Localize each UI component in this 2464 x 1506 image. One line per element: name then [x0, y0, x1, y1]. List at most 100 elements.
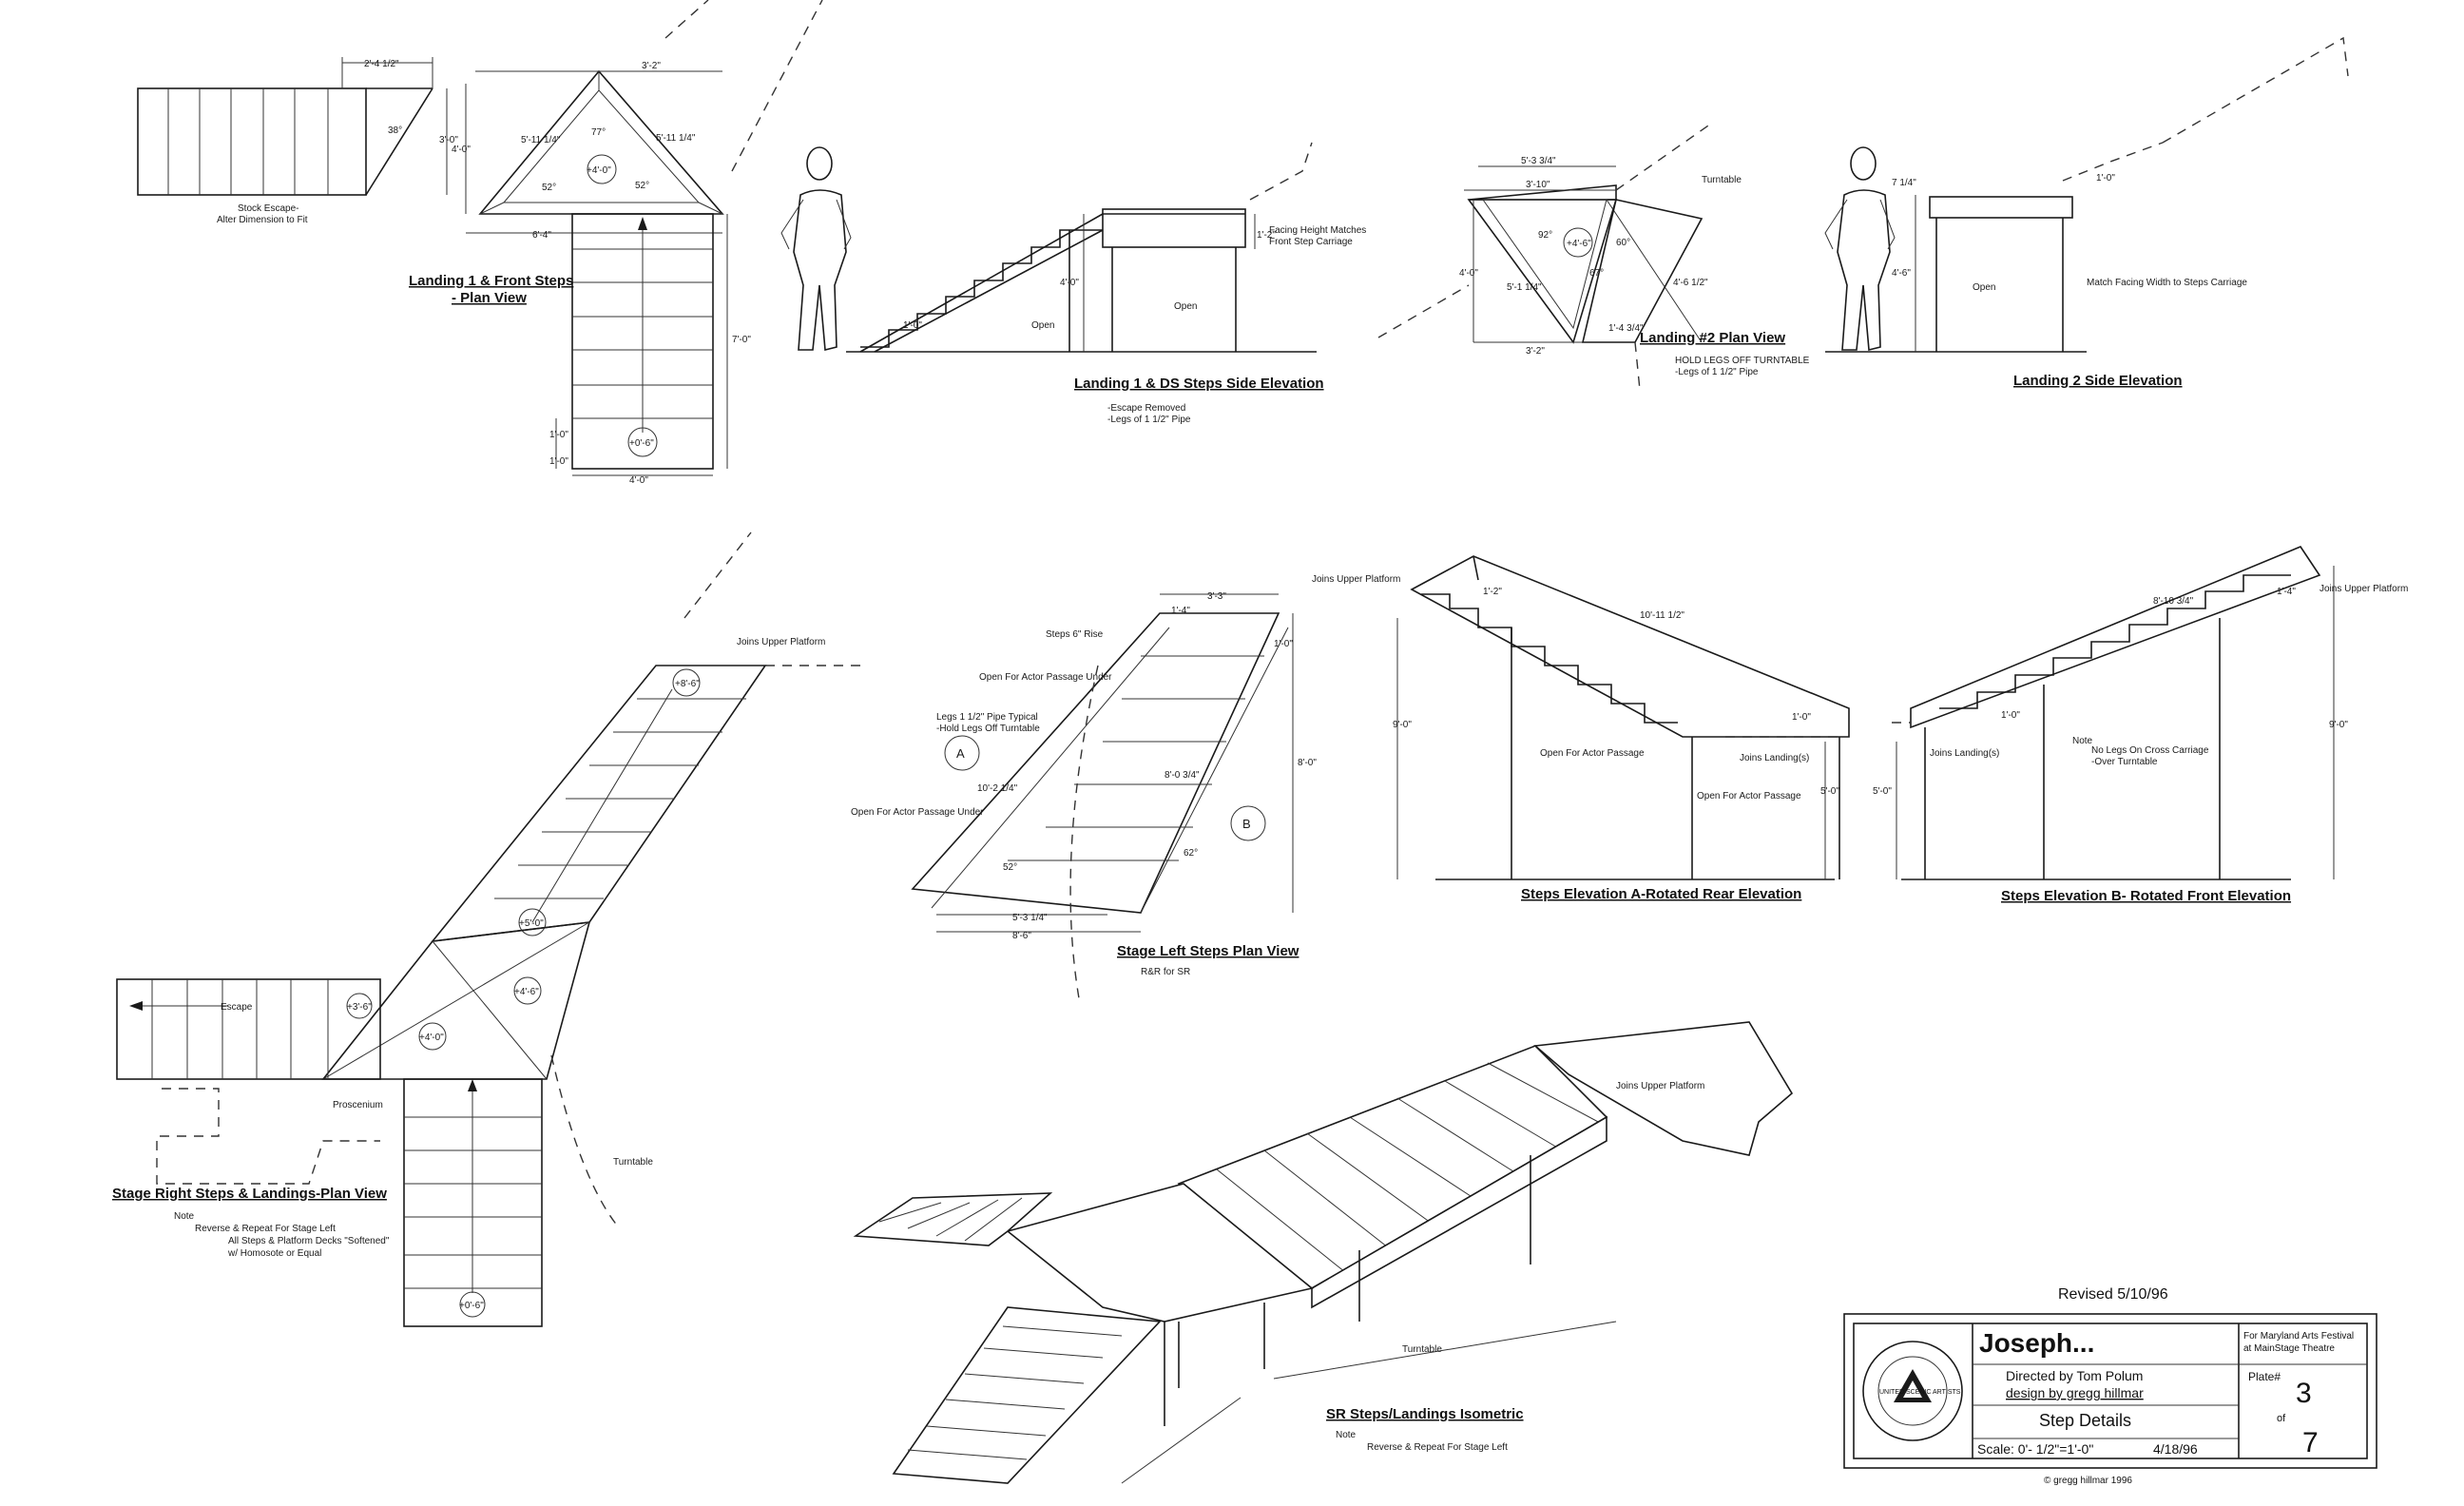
sl-plan-title: Stage Left Steps Plan View [1117, 943, 1299, 959]
sl-plan-subtitle: R&R for SR [1141, 967, 1190, 977]
plate-label: Plate# [2248, 1370, 2281, 1383]
sl-dim-7: 1'-4" [1171, 606, 1190, 616]
ea-dim-4: 1'-0" [1792, 712, 1811, 723]
sr-note-tag: Note [174, 1211, 195, 1222]
dim-l2-depth: 4'-0" [1459, 268, 1478, 279]
iso-title: SR Steps/Landings Isometric [1326, 1406, 1524, 1422]
steps-elevation-a [1396, 555, 1850, 880]
sl-marker-b: B [1242, 817, 1251, 831]
stock-escape [137, 87, 367, 196]
dim-l2-small: 1'-4 3/4" [1608, 323, 1644, 334]
label-open-1: Open [1174, 301, 1197, 312]
height-bottom: +0'-6" [629, 438, 654, 449]
l2-side-note: Match Facing Width to Steps Carriage [2087, 278, 2247, 288]
dim-l2-bottom: 3'-2" [1526, 346, 1545, 357]
ea-dim-3: 9'-0" [1393, 720, 1412, 730]
eb-note-2: -Over Turntable [2091, 757, 2158, 767]
ea-dim-2: 10'-11 1/2" [1640, 610, 1684, 621]
venue-1: For Maryland Arts Festival [2243, 1331, 2354, 1342]
dim-l2-angle-92: 92° [1538, 230, 1552, 241]
dim-height: 4'-0" [1060, 278, 1079, 288]
dim-side-right: 5'-11 1/4" [656, 133, 696, 144]
landing1-plan-title-1: Landing 1 & Front Steps [409, 273, 573, 289]
sl-label-5: Open For Actor Passage Under [851, 807, 984, 818]
facing-note-2: Front Step Carriage [1269, 237, 1353, 247]
eb-note-1: No Legs On Cross Carriage [2091, 745, 2209, 756]
sl-label-4: -Hold Legs Off Turntable [936, 724, 1040, 734]
sl-dim-2: 8'-0 3/4" [1165, 770, 1200, 781]
l2-note-1: HOLD LEGS OFF TURNTABLE [1675, 356, 1810, 366]
sr-joins-upper: Joins Upper Platform [737, 637, 825, 647]
sr-height-4: +3'-6" [347, 1002, 372, 1013]
dim-l2-angle-60: 60° [1616, 238, 1630, 248]
sr-height-3: +4'-6" [514, 987, 539, 997]
sl-angle-62: 62° [1184, 848, 1198, 859]
dim-l2-top: 5'-3 3/4" [1521, 156, 1556, 166]
dim-landing-depth: 4'-0" [452, 145, 471, 155]
show-title: Joseph... [1979, 1328, 2094, 1358]
sl-label-1: Steps 6" Rise [1046, 629, 1104, 640]
eb-title: Steps Elevation B- Rotated Front Elevati… [2001, 888, 2291, 904]
ea-open-2: Open For Actor Passage [1697, 791, 1801, 801]
steps-elevation-b [1892, 546, 2335, 880]
landing2-plan-view [1377, 123, 1712, 391]
sl-angle-52: 52° [1003, 862, 1017, 873]
director: Directed by Tom Polum [2006, 1368, 2143, 1383]
l2-note-2: -Legs of 1 1/2" Pipe [1675, 367, 1759, 377]
plate-total: 7 [2302, 1427, 2319, 1458]
drawing-title: Step Details [2039, 1411, 2131, 1430]
ea-dim-5: 5'-0" [1820, 786, 1839, 797]
eb-dim-2: 1'-4" [2277, 587, 2296, 597]
front-steps [571, 213, 714, 470]
isometric-view [853, 1021, 1794, 1484]
iso-note: Reverse & Repeat For Stage Left [1367, 1442, 1508, 1453]
sl-dim-1: 10'-2 1/4" [977, 783, 1018, 794]
title-block [1843, 1313, 2377, 1469]
sl-dim-8: 1'-0" [1274, 639, 1293, 649]
landing1-plan-title-2: - Plan View [452, 290, 527, 306]
label-open-2: Open [1031, 320, 1054, 331]
sr-note-3: w/ Homosote or Equal [227, 1248, 321, 1259]
dim-steps-length: 7'-0" [732, 335, 751, 345]
label-turntable: Turntable [1702, 175, 1742, 185]
dim-step-1: 1'-0" [549, 430, 568, 440]
plate-of: of [2277, 1413, 2286, 1424]
dim-l2-angle-67: 67° [1589, 268, 1604, 279]
iso-note-tag: Note [1336, 1430, 1357, 1440]
revised-date: Revised 5/10/96 [2058, 1286, 2168, 1303]
sl-label-2: Open For Actor Passage Under [979, 672, 1112, 683]
eb-joins-landing: Joins Landing(s) [1930, 748, 1999, 759]
ea-joins-landing: Joins Landing(s) [1740, 753, 1809, 763]
sl-label-3: Legs 1 1/2" Pipe Typical [936, 712, 1038, 723]
drawing-date: 4/18/96 [2153, 1441, 2198, 1457]
eb-joins-upper: Joins Upper Platform [2320, 584, 2408, 594]
dim-angle-52-right: 52° [635, 181, 649, 191]
dim-base: 6'-4" [532, 230, 551, 241]
dim-escape-width: 2'-4 1/2" [364, 59, 399, 69]
height-landing2: +4'-6" [1567, 239, 1591, 249]
venue-2: at MainStage Theatre [2243, 1343, 2335, 1354]
stage-left-plan-view [911, 593, 1294, 999]
sr-height-6: +0'-6" [459, 1301, 484, 1311]
sr-turntable: Turntable [613, 1157, 653, 1168]
plate-number: 3 [2296, 1378, 2312, 1409]
dim-l2s-2: 7 1/4" [1892, 178, 1916, 188]
sr-note-1: Reverse & Repeat For Stage Left [195, 1224, 336, 1234]
eb-note-tag: Note [2072, 736, 2093, 746]
dim-l2s-1: 1'-0" [2096, 173, 2115, 183]
label-open-l2: Open [1973, 282, 1995, 293]
landing2-side-title: Landing 2 Side Elevation [2013, 373, 2183, 389]
sr-proscenium: Proscenium [333, 1100, 383, 1110]
sr-note-2: All Steps & Platform Decks "Softened" [228, 1236, 390, 1246]
seal-text: UNITED SCENIC ARTISTS [1879, 1389, 1961, 1396]
landing1-side-elevation [780, 142, 1317, 353]
eb-dim-3: 9'-0" [2329, 720, 2348, 730]
ea-open-1: Open For Actor Passage [1540, 748, 1645, 759]
stage-right-plan-view [116, 531, 865, 1327]
ea-title: Steps Elevation A-Rotated Rear Elevation [1521, 886, 1801, 902]
human-figure-2 [1824, 146, 1896, 352]
escape-note-1: Stock Escape- [238, 203, 298, 214]
landing1-plan-view [137, 0, 823, 476]
ea-joins-upper: Joins Upper Platform [1312, 574, 1400, 585]
designer: design by gregg hillmar [2006, 1385, 2144, 1400]
